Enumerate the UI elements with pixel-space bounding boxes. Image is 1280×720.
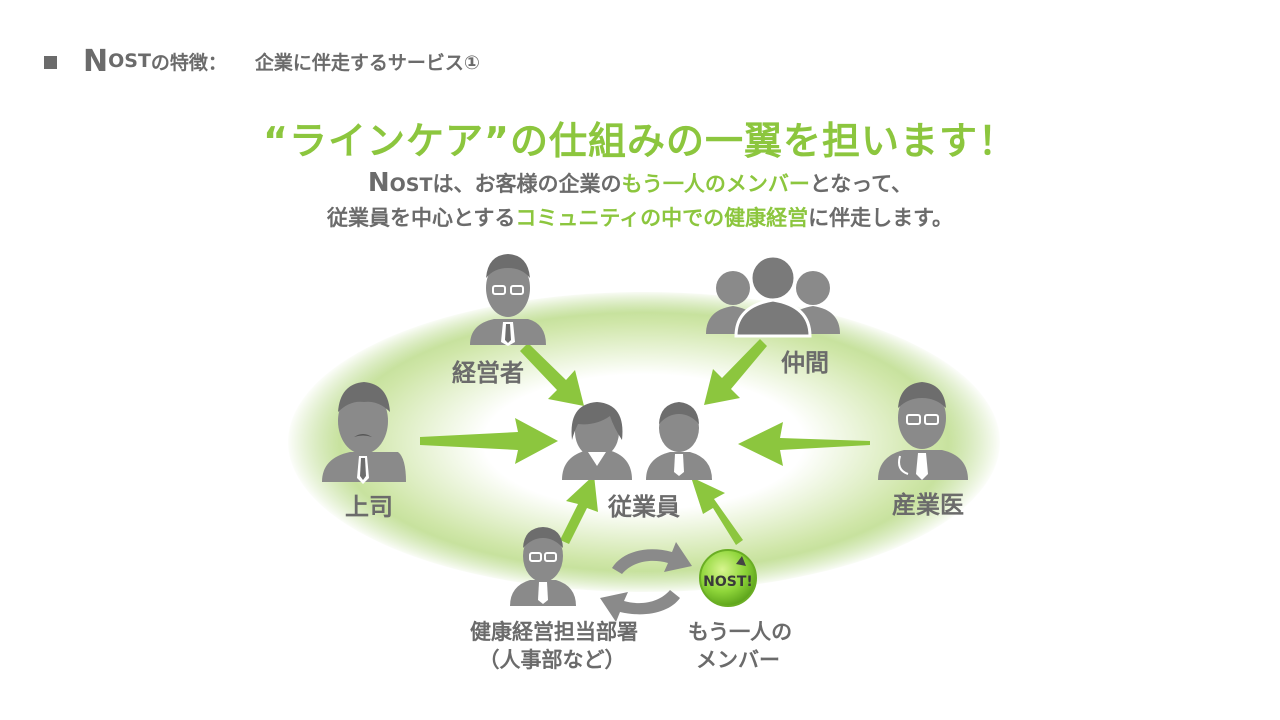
intro-line-1: NOSTは、お客様の企業のもう一人のメンバーとなって、 (0, 168, 1280, 198)
employee-female-icon (562, 402, 632, 480)
arrow-from-doctor (738, 422, 870, 466)
intro-line-2: 従業員を中心とするコミュニティの中での健康経営に伴走します。 (0, 202, 1280, 232)
arrow-from-boss (420, 418, 558, 464)
brand-initial: N (83, 43, 109, 79)
exchange-icon (600, 542, 692, 622)
brand-rest: OST (108, 50, 151, 72)
intro-line-1-a: は、お客様の企業の (432, 172, 622, 196)
executive-figure-icon (470, 254, 546, 346)
page-header: N OST の特徴： 企業に伴走するサービス① (44, 43, 481, 79)
intro-line-2-a: 従業員を中心とする (326, 206, 516, 230)
hr-figure-icon (510, 527, 576, 606)
arrow-from-hr (560, 475, 598, 544)
member-label-line2: メンバー (696, 648, 780, 672)
intro-brand-initial: N (367, 168, 390, 198)
bullet-square (44, 55, 57, 69)
badge-text: NOST! (703, 574, 753, 590)
nost-badge-icon (699, 549, 757, 607)
boss-label: 上司 (345, 493, 393, 521)
arrow-from-peers (704, 339, 767, 405)
figures (322, 254, 968, 606)
arrow-from-executive (520, 343, 584, 406)
peers-label: 仲間 (781, 349, 829, 377)
header-feature-label: の特徴： (150, 51, 227, 74)
intro-line-1-b: となって、 (809, 172, 913, 196)
arrows (420, 339, 870, 545)
member-label-line1: もう一人の (688, 620, 792, 644)
employee-label: 従業員 (607, 493, 680, 521)
peers-group-icon (706, 254, 840, 338)
arrow-from-member (691, 477, 743, 545)
intro-line-2-b: に伴走します。 (808, 206, 954, 230)
intro-brand-rest: OST (389, 174, 433, 196)
executive-label: 経営者 (452, 359, 524, 387)
intro-line-1-highlight: もう一人のメンバー (621, 172, 810, 196)
hr-label-line2: （人事部など） (479, 648, 626, 672)
boss-figure-icon (322, 382, 406, 484)
hr-label-line1: 健康経営担当部署 (470, 620, 638, 644)
doctor-figure-icon (878, 382, 968, 480)
header-subtitle: 企業に伴走するサービス① (254, 51, 481, 74)
doctor-label: 産業医 (892, 491, 964, 519)
headline: “ラインケア”の仕組みの一翼を担います！ (263, 119, 1017, 163)
employee-male-icon (646, 402, 712, 480)
community-ellipse-fade (286, 290, 1002, 594)
intro-line-2-highlight: コミュニティの中での健康経営 (515, 206, 809, 230)
